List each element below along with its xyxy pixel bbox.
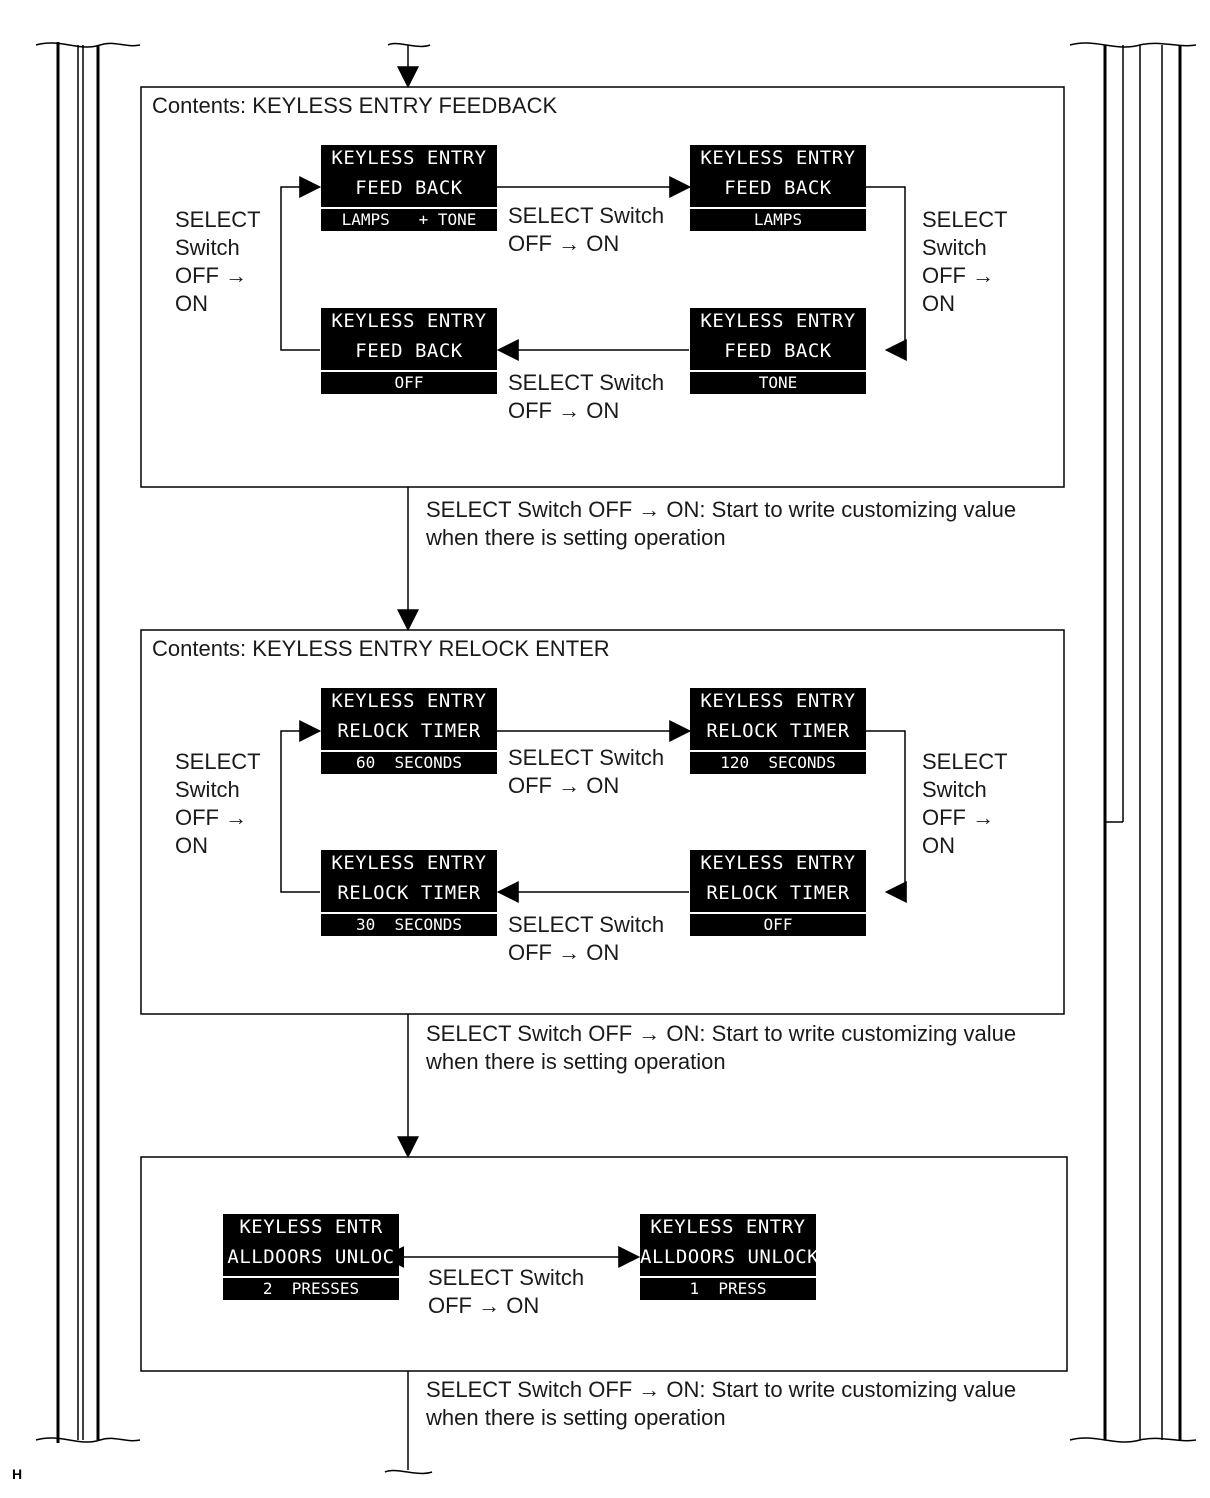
note-line: when there is setting operation — [426, 1405, 726, 1430]
label-line: ON — [922, 833, 955, 858]
lcd-line-1: KEYLESS ENTRY — [331, 690, 487, 712]
lcd-feedback-off: KEYLESS ENTRY FEED BACK OFF — [321, 308, 497, 394]
label-line: Switch — [922, 235, 987, 260]
feedback-panel — [140, 86, 1065, 488]
label-line: SELECT Switch — [508, 912, 665, 937]
lcd-line-1: KEYLESS ENTRY — [700, 147, 856, 169]
write-note-1: SELECT Switch OFF → ON: Start to write c… — [426, 496, 1016, 552]
lcd-line-3: TONE — [690, 370, 866, 396]
relock-left-switch-label: SELECT Switch OFF → ON — [175, 748, 261, 860]
lcd-line-2: FEED BACK — [355, 340, 463, 362]
label-line: SELECT Switch — [508, 370, 665, 395]
lcd-unlock-1-press: KEYLESS ENTRY ALLDOORS UNLOCK 1 PRESS — [640, 1214, 816, 1300]
note-line: when there is setting operation — [426, 1049, 726, 1074]
label-line: SELECT Switch — [508, 203, 665, 228]
lcd-line-2: RELOCK TIMER — [337, 882, 481, 904]
lcd-unlock-2-presses: KEYLESS ENTR ALLDOORS UNLOC 2 PRESSES — [223, 1214, 399, 1300]
label-line: SELECT — [922, 207, 1008, 232]
relock-panel-title: Contents: KEYLESS ENTRY RELOCK ENTER — [152, 636, 610, 661]
write-note-3: SELECT Switch OFF → ON: Start to write c… — [426, 1376, 1016, 1432]
label-line: Switch — [922, 777, 987, 802]
label-line: Switch — [175, 235, 240, 260]
lcd-line-1: KEYLESS ENTR — [239, 1216, 383, 1238]
lcd-feedback-tone: KEYLESS ENTRY FEED BACK TONE — [690, 308, 866, 394]
lcd-line-2: FEED BACK — [355, 177, 463, 199]
lcd-line-1: KEYLESS ENTRY — [650, 1216, 806, 1238]
lcd-line-1: KEYLESS ENTRY — [331, 852, 487, 874]
write-note-2: SELECT Switch OFF → ON: Start to write c… — [426, 1020, 1016, 1076]
lcd-line-1: KEYLESS ENTRY — [700, 852, 856, 874]
label-line: OFF → ON — [428, 1293, 540, 1318]
lcd-line-2: RELOCK TIMER — [706, 720, 850, 742]
unlock-switch-label: SELECT Switch OFF → ON — [428, 1264, 584, 1320]
label-line: OFF → ON — [508, 940, 620, 965]
label-line: SELECT Switch — [428, 1265, 585, 1290]
lcd-relock-30: KEYLESS ENTRY RELOCK TIMER 30 SECONDS — [321, 850, 497, 936]
lcd-line-3: LAMPS — [690, 207, 866, 233]
relock-top-switch-label: SELECT Switch OFF → ON — [508, 744, 664, 800]
relock-right-switch-label: SELECT Switch OFF → ON — [922, 748, 1008, 860]
lcd-line-3: 120 SECONDS — [690, 750, 866, 776]
lcd-line-3: 1 PRESS — [640, 1276, 816, 1302]
feedback-left-switch-label: SELECT Switch OFF → ON — [175, 206, 261, 318]
feedback-bottom-switch-label: SELECT Switch OFF → ON — [508, 369, 664, 425]
label-line: SELECT Switch — [508, 745, 665, 770]
note-line: when there is setting operation — [426, 525, 726, 550]
relock-bottom-switch-label: SELECT Switch OFF → ON — [508, 911, 664, 967]
label-line: SELECT — [175, 207, 261, 232]
lcd-line-1: KEYLESS ENTRY — [331, 147, 487, 169]
note-line: SELECT Switch OFF → ON: Start to write c… — [426, 1021, 1017, 1046]
lcd-line-3: 30 SECONDS — [321, 912, 497, 938]
lcd-relock-off: KEYLESS ENTRY RELOCK TIMER OFF — [690, 850, 866, 936]
lcd-feedback-lamps-tone: KEYLESS ENTRY FEED BACK LAMPS + TONE — [321, 145, 497, 231]
lcd-line-2: RELOCK TIMER — [337, 720, 481, 742]
lcd-line-2: FEED BACK — [724, 177, 832, 199]
label-line: ON — [175, 291, 208, 316]
lcd-line-2: FEED BACK — [724, 340, 832, 362]
label-line: ON — [922, 291, 955, 316]
label-line: SELECT — [922, 749, 1008, 774]
lcd-line-2: RELOCK TIMER — [706, 882, 850, 904]
label-line: OFF → ON — [508, 231, 620, 256]
label-line: OFF → ON — [508, 398, 620, 423]
lcd-line-1: KEYLESS ENTRY — [331, 310, 487, 332]
lcd-relock-120: KEYLESS ENTRY RELOCK TIMER 120 SECONDS — [690, 688, 866, 774]
lcd-line-3: 60 SECONDS — [321, 750, 497, 776]
figure-mark: H — [12, 1466, 23, 1482]
label-line: SELECT — [175, 749, 261, 774]
lcd-line-3: 2 PRESSES — [223, 1276, 399, 1302]
lcd-feedback-lamps: KEYLESS ENTRY FEED BACK LAMPS — [690, 145, 866, 231]
feedback-top-switch-label: SELECT Switch OFF → ON — [508, 202, 664, 258]
note-line: SELECT Switch OFF → ON: Start to write c… — [426, 1377, 1017, 1402]
label-line: OFF → — [922, 805, 995, 830]
label-line: Switch — [175, 777, 240, 802]
right-continuation-band — [1069, 42, 1197, 1443]
unlock-panel — [140, 1156, 1068, 1372]
lcd-line-3: OFF — [690, 912, 866, 938]
label-line: OFF → ON — [508, 773, 620, 798]
lcd-relock-60: KEYLESS ENTRY RELOCK TIMER 60 SECONDS — [321, 688, 497, 774]
feedback-right-switch-label: SELECT Switch OFF → ON — [922, 206, 1008, 318]
label-line: OFF → — [175, 263, 248, 288]
note-line: SELECT Switch OFF → ON: Start to write c… — [426, 497, 1017, 522]
lcd-line-2: ALLDOORS UNLOCK — [640, 1246, 816, 1268]
left-continuation-band — [35, 42, 141, 1443]
lcd-line-3: OFF — [321, 370, 497, 396]
label-line: OFF → — [922, 263, 995, 288]
feedback-panel-title: Contents: KEYLESS ENTRY FEEDBACK — [152, 93, 558, 118]
lcd-line-1: KEYLESS ENTRY — [700, 310, 856, 332]
relock-panel — [140, 629, 1065, 1015]
label-line: OFF → — [175, 805, 248, 830]
lcd-line-3: LAMPS + TONE — [321, 207, 497, 233]
lcd-line-2: ALLDOORS UNLOC — [227, 1246, 395, 1268]
label-line: ON — [175, 833, 208, 858]
lcd-line-1: KEYLESS ENTRY — [700, 690, 856, 712]
